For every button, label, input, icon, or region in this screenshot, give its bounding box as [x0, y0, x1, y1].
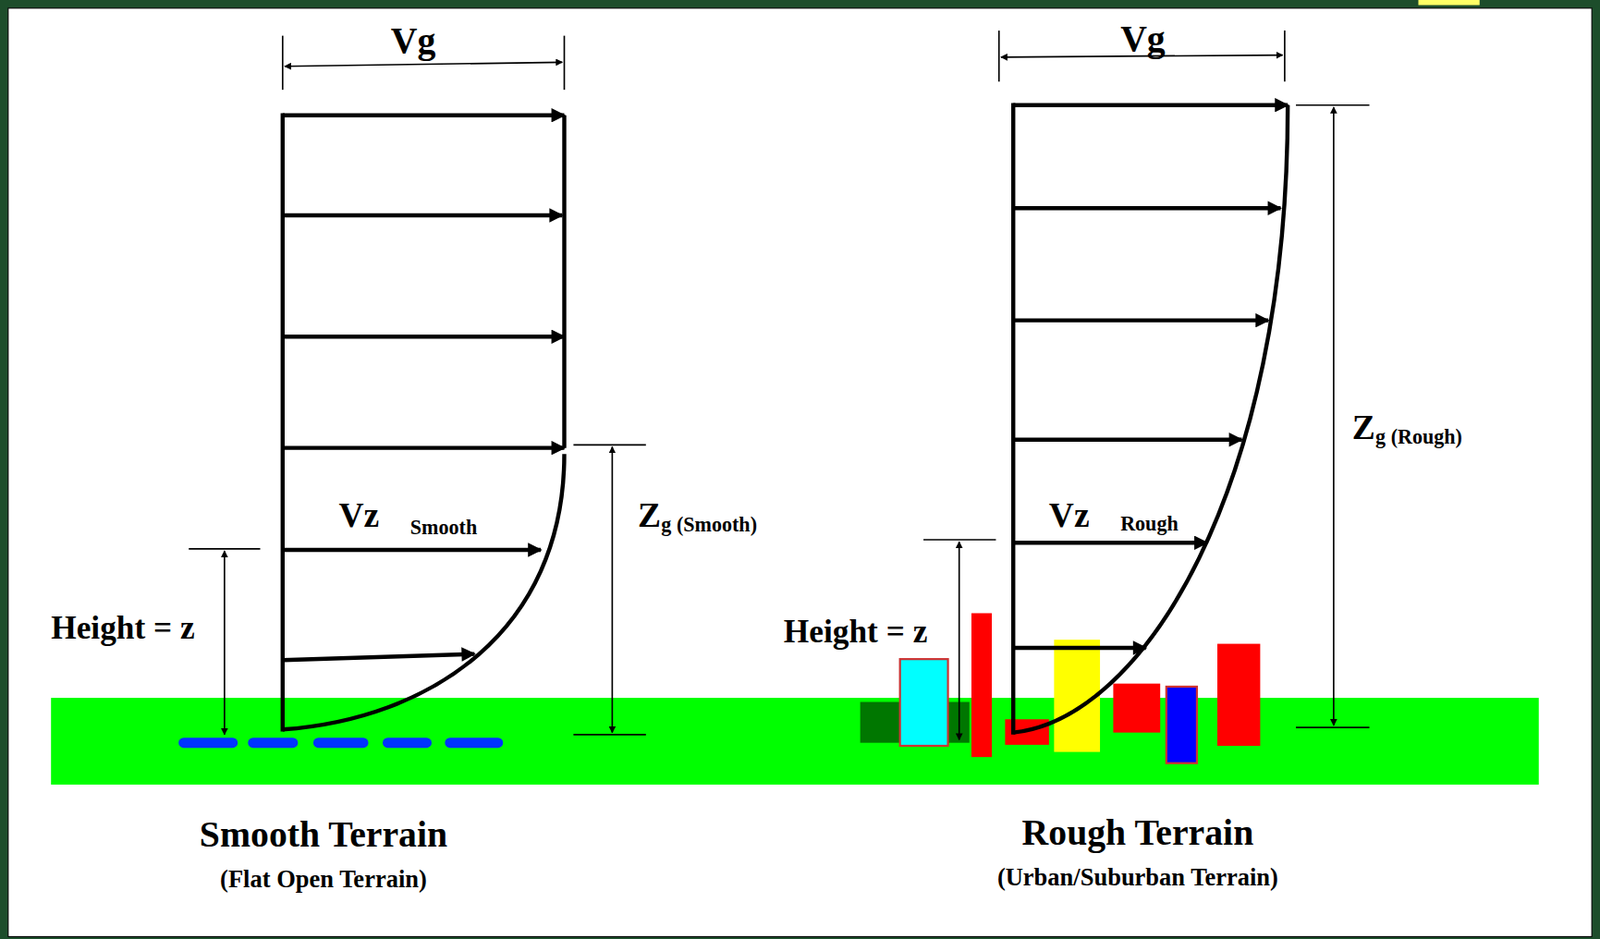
water-dashes — [183, 737, 499, 748]
panel — [8, 8, 1592, 938]
height-label: Height = z — [783, 615, 929, 648]
terrain-title: Smooth Terrain — [199, 816, 448, 854]
smooth-profile — [282, 113, 565, 733]
corner-mark — [1417, 0, 1479, 6]
dimension-lines — [188, 30, 1369, 740]
gradient-height-label: Z — [1352, 410, 1376, 446]
velocity-label: Vz — [1049, 498, 1090, 534]
ground — [50, 697, 1539, 785]
terrain-title: Rough Terrain — [1022, 814, 1255, 852]
dimension-label: Vg — [390, 22, 437, 60]
height-label: Height = z — [50, 610, 196, 644]
gradient-height-subscript: g (Smooth) — [660, 513, 758, 535]
gradient-height-label: Z — [637, 498, 661, 534]
velocity-subscript: Smooth — [410, 517, 477, 538]
velocity-subscript: Rough — [1120, 512, 1179, 534]
rough-profile — [1013, 102, 1288, 734]
velocity-label: Vz — [339, 498, 380, 534]
terrain-subtitle: (Urban/Suburban Terrain) — [997, 865, 1279, 890]
gradient-height-subscript: g (Rough) — [1375, 426, 1463, 447]
dimension-label: Vg — [1120, 20, 1166, 58]
terrain-subtitle: (Flat Open Terrain) — [219, 867, 428, 892]
